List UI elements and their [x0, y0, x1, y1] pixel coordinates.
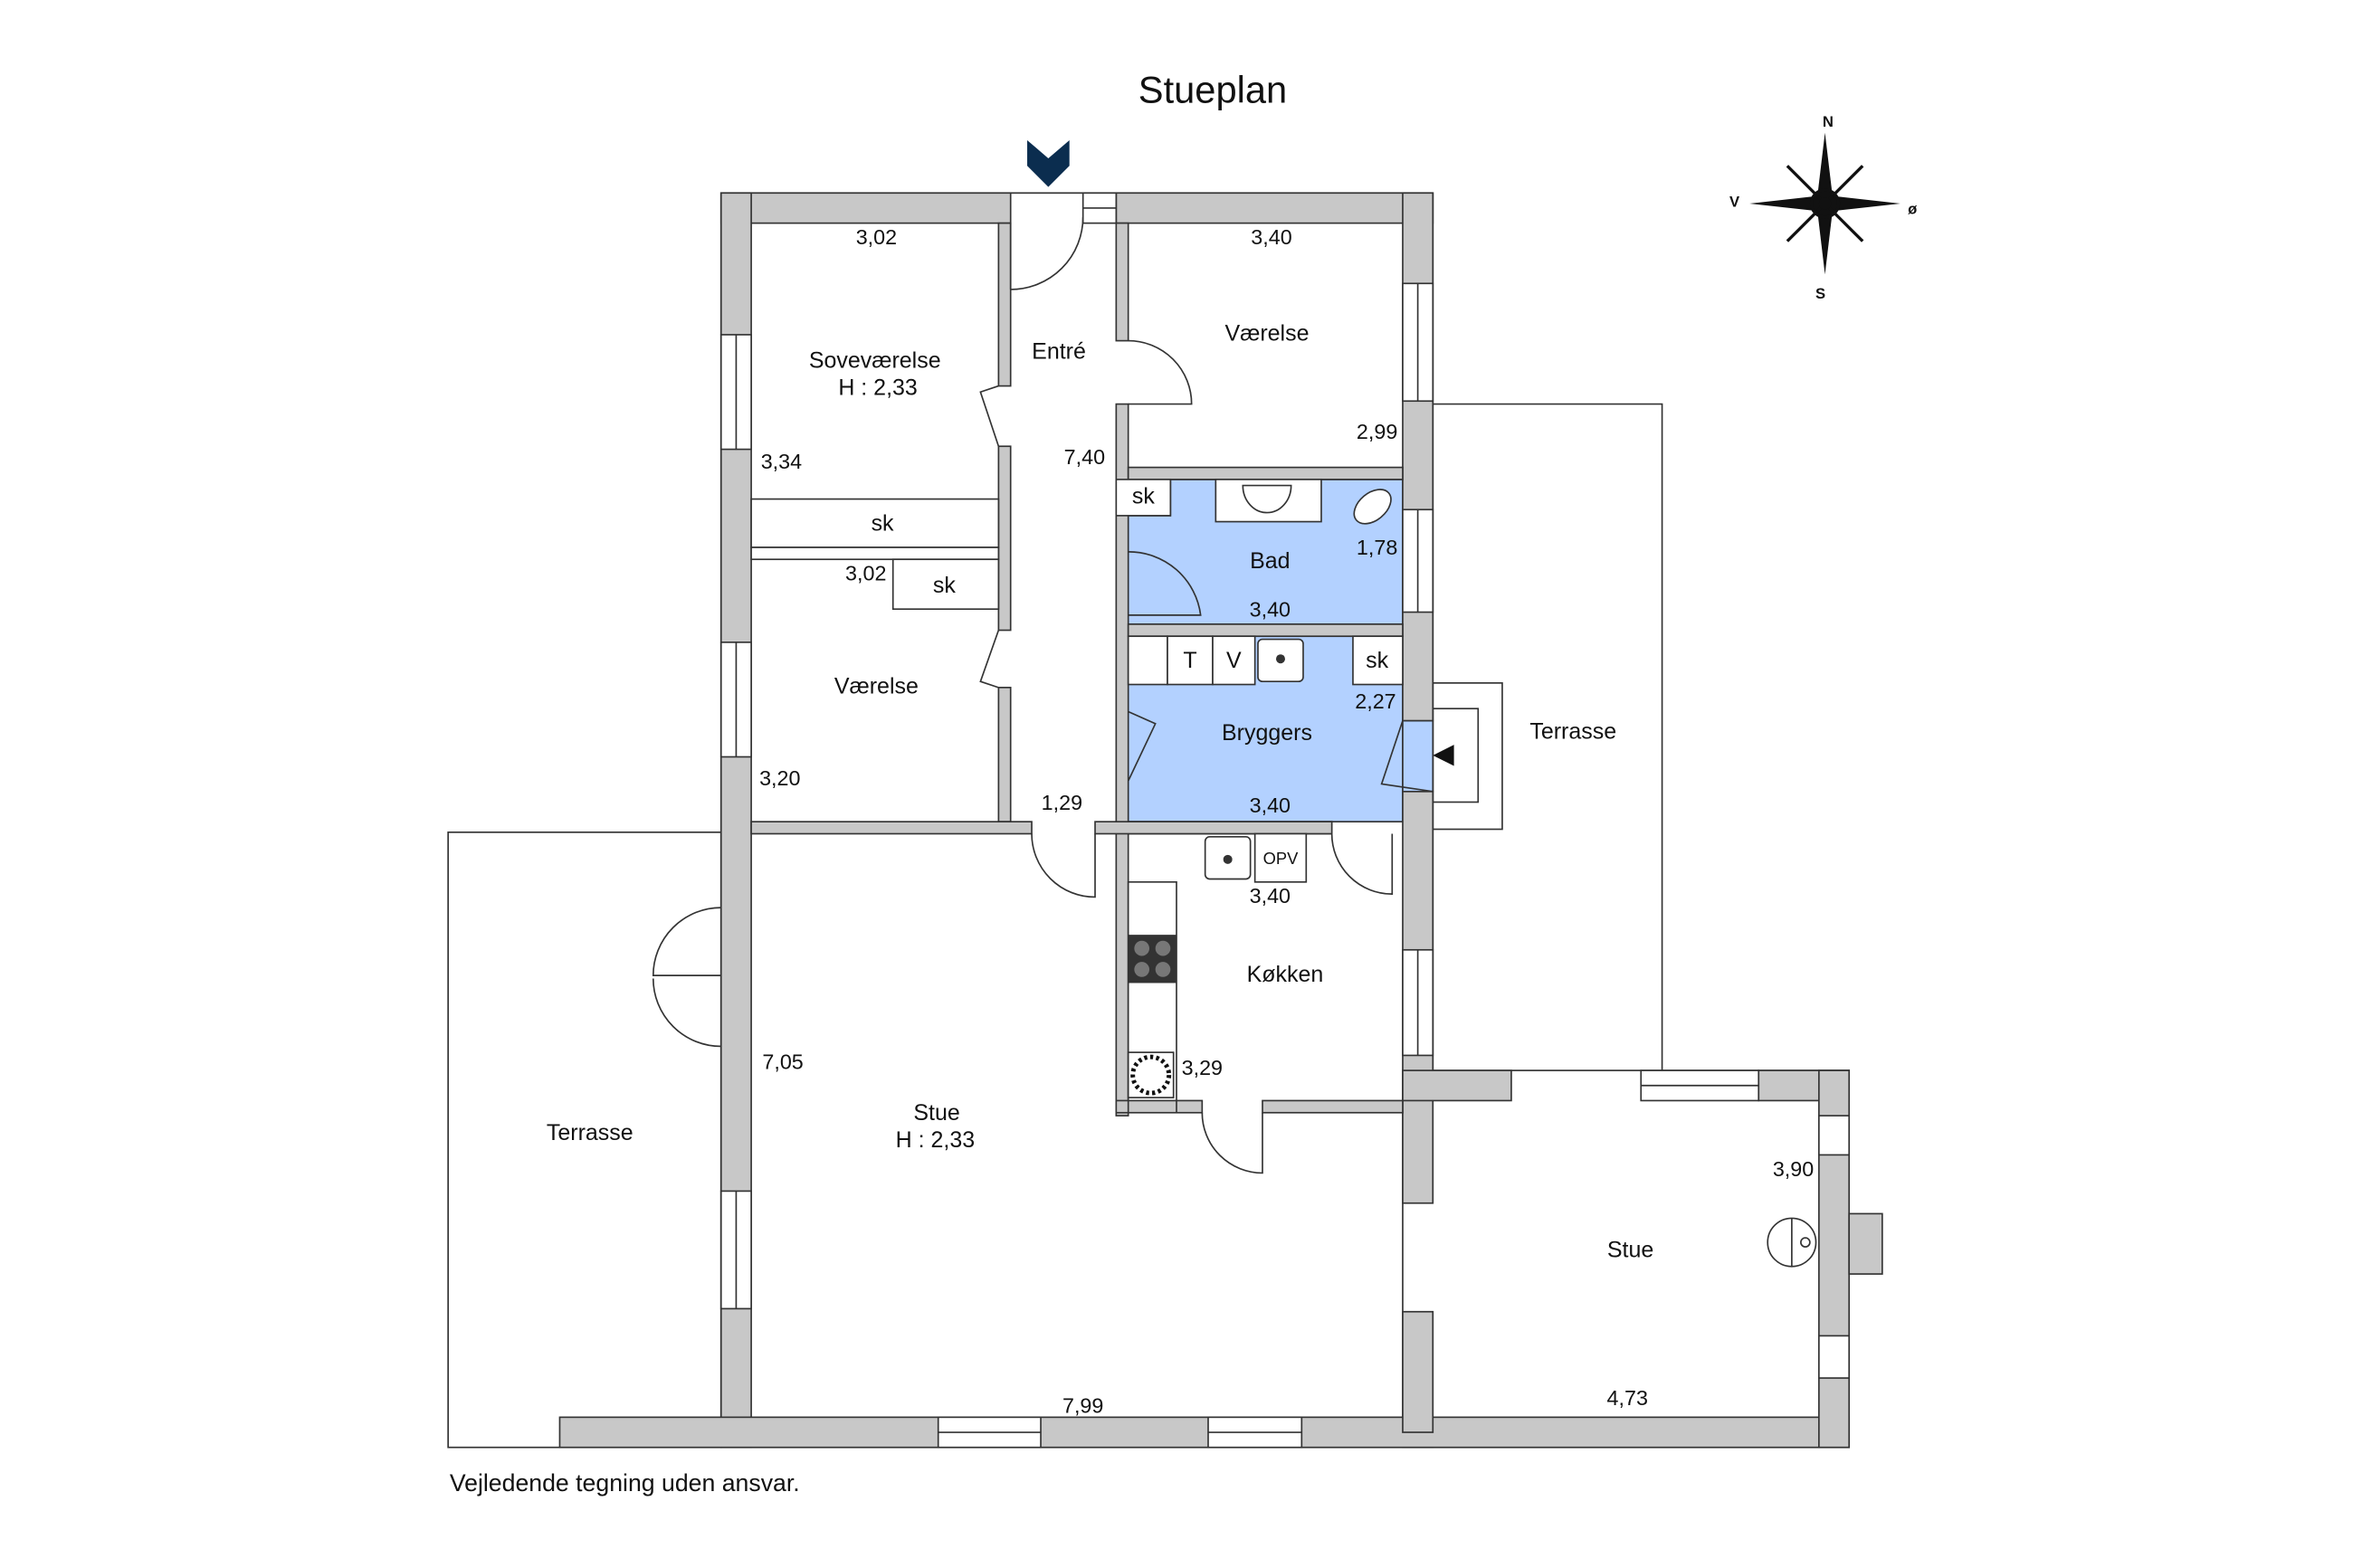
- room-sovevaerelse-name: Soveværelse: [809, 348, 941, 374]
- plan-title: Stueplan: [1138, 68, 1287, 110]
- compass-rose-icon: [1749, 132, 1900, 275]
- disclaimer: Vejledende tegning uden ansvar.: [450, 1469, 800, 1497]
- room-kokken-name: Køkken: [1247, 962, 1324, 987]
- dim: 7,99: [1062, 1393, 1103, 1417]
- dim: 3,40: [1250, 794, 1291, 817]
- stove-icon: [1128, 935, 1176, 984]
- dim: 2,99: [1357, 420, 1397, 443]
- dim: 3,40: [1250, 598, 1291, 622]
- dim: 3,02: [845, 562, 886, 585]
- room-stue-main-name: Stue: [913, 1100, 959, 1126]
- appliance-t: T: [1183, 648, 1196, 673]
- room-terrasse-right-name: Terrasse: [1529, 719, 1616, 745]
- dim: 3,02: [856, 225, 897, 249]
- dim: 7,05: [762, 1050, 803, 1073]
- dim: 3,40: [1250, 884, 1291, 908]
- dim: 7,40: [1064, 445, 1105, 469]
- doors: [652, 216, 1434, 1174]
- room-stue-main-height: H : 2,33: [896, 1127, 975, 1153]
- washbasin-icon: [1242, 484, 1292, 514]
- room-bryggers-name: Bryggers: [1222, 720, 1312, 746]
- dim: 1,78: [1357, 536, 1397, 559]
- closet-label: sk: [933, 573, 956, 598]
- dim: 2,27: [1355, 689, 1396, 713]
- toilet-icon: [1353, 489, 1392, 525]
- room-bad-name: Bad: [1250, 548, 1290, 574]
- dim: 3,29: [1182, 1056, 1223, 1079]
- closet-label: sk: [872, 511, 894, 537]
- entry-marker-icon: [1027, 139, 1070, 187]
- terrace-right-outline: [1433, 403, 1663, 1071]
- closet-label: sk: [1366, 648, 1388, 673]
- room-sovevaerelse-height: H : 2,33: [838, 375, 917, 401]
- room-entre-name: Entré: [1032, 339, 1086, 365]
- fan-icon: [1127, 1051, 1175, 1098]
- room-terrasse-left-name: Terrasse: [547, 1120, 634, 1145]
- room-vaerelse-right-name: Værelse: [1224, 321, 1309, 347]
- dim: 4,73: [1607, 1386, 1648, 1410]
- opv-label: OPV: [1263, 849, 1299, 868]
- dim: 3,90: [1773, 1157, 1814, 1181]
- dim: 3,34: [761, 450, 802, 473]
- dim: 3,40: [1251, 225, 1291, 249]
- room-vaerelse-left-name: Værelse: [834, 674, 919, 699]
- closet-label: sk: [1132, 484, 1155, 509]
- dim: 1,29: [1042, 791, 1082, 814]
- compass-e: ø: [1908, 201, 1918, 218]
- appliance-v: V: [1226, 648, 1242, 673]
- dim: 3,20: [759, 766, 800, 790]
- room-stue-right-name: Stue: [1607, 1238, 1653, 1263]
- compass-s: S: [1815, 285, 1825, 302]
- windows: [719, 192, 1851, 1449]
- compass-n: N: [1823, 113, 1834, 130]
- compass-w: V: [1729, 193, 1739, 210]
- side-entry-arrow-icon: [1433, 745, 1454, 766]
